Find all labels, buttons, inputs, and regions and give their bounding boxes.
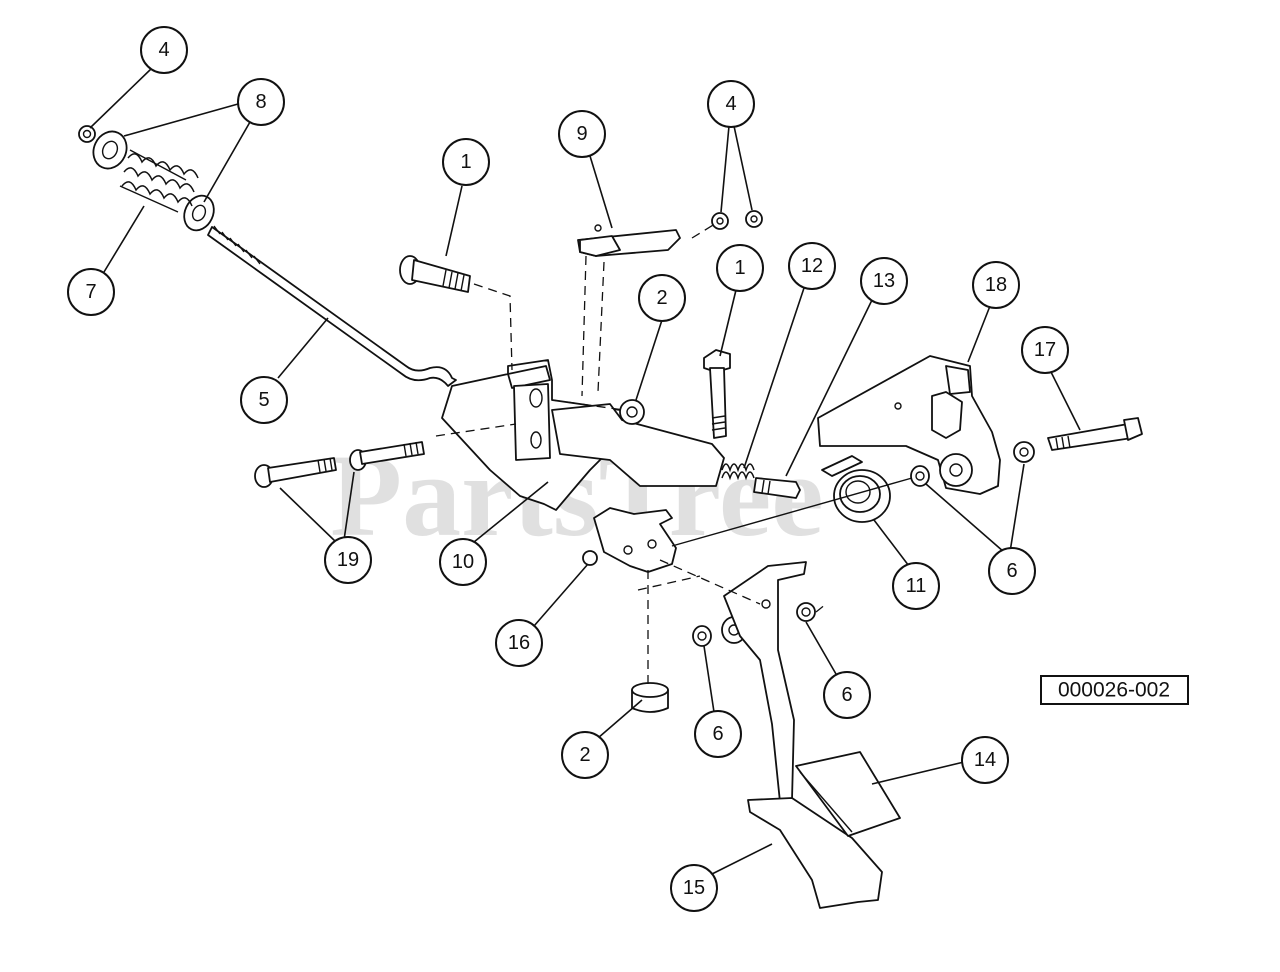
washer-part — [92, 130, 128, 170]
spring-part — [721, 463, 755, 481]
callout-c10[interactable]: 12 — [788, 242, 836, 290]
pedal-pad-part — [795, 751, 901, 837]
callout-c22[interactable]: 14 — [961, 736, 1009, 784]
pin-part — [753, 477, 801, 499]
svg-text:1: 1 — [734, 257, 745, 279]
nut-part — [619, 399, 645, 425]
svg-text:6: 6 — [1006, 560, 1017, 582]
torsion-spring-part — [821, 455, 891, 523]
svg-text:6: 6 — [841, 684, 852, 706]
callout-c7[interactable]: 5 — [240, 376, 288, 424]
grommet-part — [631, 682, 669, 713]
plate-part — [817, 355, 1001, 495]
svg-text:6: 6 — [712, 723, 723, 745]
rod-part — [207, 225, 457, 387]
drawing-number: 000026-002 — [1058, 679, 1170, 702]
callout-c6[interactable]: 4 — [707, 80, 755, 128]
bolt-part — [399, 255, 471, 293]
callout-c20[interactable]: 6 — [694, 710, 742, 758]
svg-text:5: 5 — [258, 389, 269, 411]
callout-c19[interactable]: 6 — [823, 671, 871, 719]
pivot-bracket-part — [582, 507, 677, 573]
svg-text:19: 19 — [337, 549, 359, 571]
callout-c17[interactable]: 6 — [988, 547, 1036, 595]
svg-text:15: 15 — [683, 877, 705, 899]
svg-text:17: 17 — [1034, 339, 1056, 361]
callout-c8[interactable]: 2 — [638, 274, 686, 322]
svg-text:9: 9 — [576, 123, 587, 145]
callout-c11[interactable]: 13 — [860, 257, 908, 305]
callout-c12[interactable]: 18 — [972, 261, 1020, 309]
callout-c21[interactable]: 2 — [561, 731, 609, 779]
pedal-arm-part — [723, 561, 883, 909]
callout-c1[interactable]: 4 — [140, 26, 188, 74]
callout-c15[interactable]: 10 — [439, 538, 487, 586]
bolt-part — [703, 349, 731, 439]
bracket-part — [441, 359, 725, 511]
svg-text:12: 12 — [801, 255, 823, 277]
bolt-part — [1047, 417, 1143, 451]
callout-c13[interactable]: 17 — [1021, 326, 1069, 374]
callout-c5[interactable]: 9 — [558, 110, 606, 158]
bushing-part — [910, 465, 930, 487]
nut-part — [711, 212, 729, 230]
callout-c2[interactable]: 8 — [237, 78, 285, 126]
parts — [78, 125, 1143, 909]
svg-text:4: 4 — [725, 93, 736, 115]
drawing-number-box: 000026-002 — [1040, 675, 1189, 705]
leader-lines — [89, 67, 1081, 875]
nut-part — [745, 210, 763, 228]
nut-part — [78, 125, 96, 143]
spring-part — [119, 149, 199, 213]
svg-text:1: 1 — [460, 151, 471, 173]
callout-c16[interactable]: 11 — [892, 562, 940, 610]
callout-c18[interactable]: 16 — [495, 619, 543, 667]
bushing-part — [1013, 441, 1035, 463]
svg-text:2: 2 — [656, 287, 667, 309]
block-part — [577, 224, 681, 257]
svg-text:8: 8 — [255, 91, 266, 113]
assembly-lines — [435, 221, 913, 686]
callouts: 4 8 7 1 9 4 5 2 1 12 13 18 17 19 10 11 6… — [67, 26, 1069, 912]
svg-text:10: 10 — [452, 551, 474, 573]
svg-text:2: 2 — [579, 744, 590, 766]
svg-text:18: 18 — [985, 274, 1007, 296]
callout-c23[interactable]: 15 — [670, 864, 718, 912]
callout-c3[interactable]: 7 — [67, 268, 115, 316]
callout-c9[interactable]: 1 — [716, 244, 764, 292]
svg-text:13: 13 — [873, 270, 895, 292]
svg-text:7: 7 — [85, 281, 96, 303]
callout-c4[interactable]: 1 — [442, 138, 490, 186]
callout-c14[interactable]: 19 — [324, 536, 372, 584]
svg-text:16: 16 — [508, 632, 530, 654]
svg-text:14: 14 — [974, 749, 996, 771]
bolt-part — [254, 441, 425, 488]
svg-text:11: 11 — [906, 575, 927, 597]
svg-text:4: 4 — [158, 39, 169, 61]
